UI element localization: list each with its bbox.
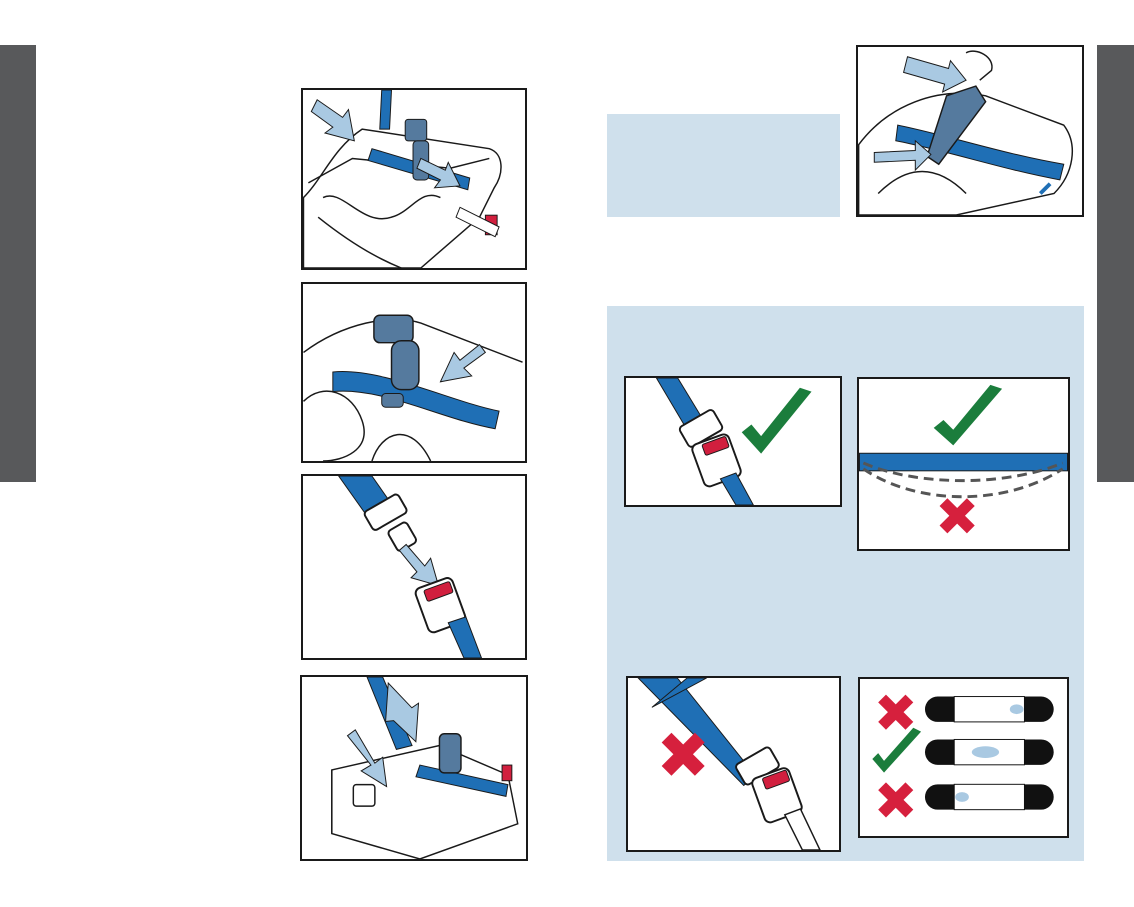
left-chapter-tab: [0, 45, 36, 482]
tighten-belt-illustration: [302, 677, 526, 859]
cross-icon: [878, 782, 913, 817]
belt-twisted-illustration: [628, 678, 839, 850]
fig-tighten-belt: [300, 675, 528, 861]
fig-lock-clip: [301, 282, 527, 463]
fig-close-lockoff: [856, 45, 1084, 217]
cross-icon: [940, 498, 975, 533]
level-indicator-illustration: [860, 679, 1067, 836]
belt-tight-illustration: [859, 379, 1068, 549]
checkmark-icon: [934, 385, 1002, 446]
cross-icon: [878, 695, 913, 730]
buckle-belt-illustration: [303, 476, 525, 658]
checkmark-icon: [742, 388, 812, 454]
route-belt-illustration: [303, 90, 525, 268]
lock-clip-illustration: [303, 284, 525, 461]
close-lockoff-illustration: [858, 47, 1082, 215]
checkmark-icon: [872, 728, 921, 773]
check-belt-twisted: [626, 676, 841, 852]
check-level-indicator: [858, 677, 1069, 838]
cross-icon: [662, 733, 705, 776]
check-belt-tight: [857, 377, 1070, 551]
fig-route-belt: [301, 88, 527, 270]
check-buckle-flat: [624, 376, 842, 507]
right-chapter-tab: [1097, 45, 1134, 482]
buckle-flat-illustration: [626, 378, 840, 505]
fig-buckle-belt: [301, 474, 527, 660]
note-box: [607, 114, 840, 217]
